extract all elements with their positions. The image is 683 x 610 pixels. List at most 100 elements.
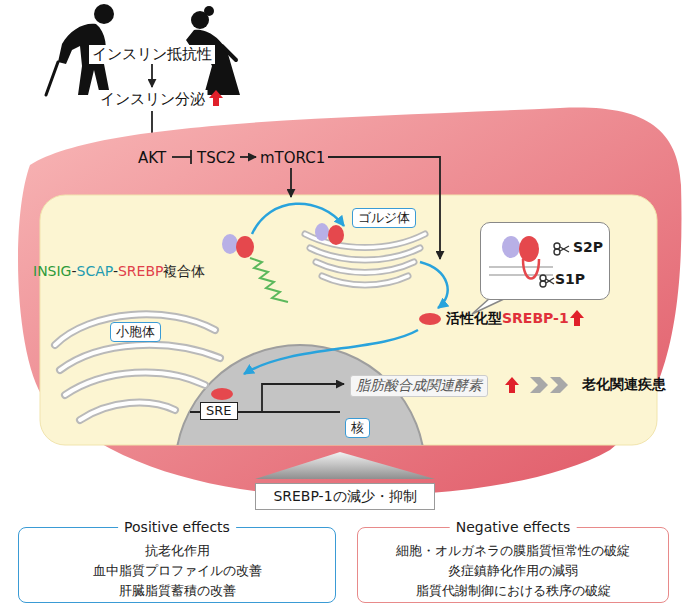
golgi-stack [322,276,408,285]
bound-srebp [211,388,233,400]
elderly-silhouettes [94,4,114,24]
golgi-stack [316,262,414,273]
golgi-stack [316,262,414,273]
endoplasmic-reticulum [55,314,220,420]
signaling-arrows [172,150,440,259]
transport-arrows [244,330,418,374]
endoplasmic-reticulum [65,372,205,395]
node-text: SRE [206,403,232,419]
effect-item: 炎症鎮静化作用の減弱 [358,561,668,581]
transport-arrows [420,262,448,308]
endoplasmic-reticulum [55,314,215,345]
condition-label: インスリン抵抗性 [89,45,215,64]
srebp-complex-golgi [315,223,344,245]
active-srebp-name: 活性化型SREBP-1 [446,310,569,328]
srebp-complex-golgi [315,223,329,241]
endoplasmic-reticulum [80,403,175,420]
complex-part: 複合体 [163,263,205,279]
elderly-silhouettes [46,4,240,95]
nucleus-tag: 核 [345,418,370,438]
positive-effects-box: 抗老化作用血中脂質プロファイルの改善肝臓脂質蓄積の改善Positive effe… [18,527,336,603]
increase-arrows [209,90,223,106]
endoplasmic-reticulum [65,372,205,395]
progression-chevrons [530,377,568,393]
protease-illustration [540,281,546,287]
srebp-complex-golgi [328,225,344,245]
pathway-label: AKT [138,149,166,168]
signaling-arrows [328,157,440,259]
node-text: ゴルジ体 [358,210,410,226]
progression-chevrons [530,377,548,393]
er-tag: 小胞体 [110,322,161,342]
negative-effects-box: 細胞・オルガネラの膜脂質恒常性の破綻炎症鎮静化作用の減弱脂質代謝制御における秩序… [357,527,669,603]
node-text: S2P [573,239,603,256]
protease-illustration [546,279,554,284]
elderly-silhouettes [204,6,214,16]
endoplasmic-reticulum [60,345,220,370]
golgi-stack [305,234,425,285]
effect-item: 脂質代謝制御における秩序の破綻 [358,581,668,601]
complex-name: INSIG-SCAP-SREBP複合体 [33,263,205,281]
protease-illustration [560,247,569,252]
effects-heading: Negative effects [450,518,577,536]
increase-arrows [209,90,584,393]
pathway-label: TSC2 [197,149,236,168]
increase-arrows [505,377,519,393]
complex-part: INSIG [33,263,71,279]
gene-diagram [262,384,344,412]
protease-illustration [554,243,560,249]
disease-label: 老化関連疾患 [582,376,666,394]
endoplasmic-reticulum [55,314,220,420]
node-text: S1P [555,271,585,288]
transport-arrows [244,204,448,374]
protease-illustration [523,259,539,279]
node-text: 核 [351,420,364,436]
signaling-arrows [290,168,292,197]
transport-arrows [252,204,344,234]
signaling-arrows [190,150,192,164]
srebp-complex-er [236,236,254,258]
endoplasmic-reticulum [60,345,220,370]
protease-illustration [540,275,546,281]
pathway-label: mTORC1 [260,149,325,168]
signaling-arrows [240,156,256,158]
protease-illustration [554,249,560,255]
effect-item: 血中脂質プロファイルの改善 [19,561,335,581]
scap-coil [250,258,288,302]
srebp-complex-er [222,234,254,258]
complex-part: SREBP [118,263,164,279]
protease-illustration [519,236,539,262]
golgi-stack [310,248,420,260]
protease-callout: S2P S1P [480,222,610,300]
progression-chevrons [550,377,568,393]
active-srebp [419,313,441,325]
protease-illustration [560,246,569,251]
complex-part: - [71,263,76,279]
golgi-stack [305,234,425,285]
effects-heading: Positive effects [118,518,236,536]
endoplasmic-reticulum [55,314,215,345]
golgi-stack [322,276,408,285]
golgi-stack [310,248,420,260]
suppression-box: SREBP-1の減少・抑制 [255,483,435,510]
enzyme-label: 脂肪酸合成関連酵素 [350,375,488,397]
effect-item: 細胞・オルガネラの膜脂質恒常性の破綻 [358,541,668,561]
condition-label: インスリン分泌 [97,90,208,109]
golgi-tag: ゴルジ体 [352,208,416,228]
sre-box: SRE [200,402,238,420]
node-text: 小胞体 [116,324,155,340]
active-form-label: SREBP-1 [502,310,569,326]
effect-list: 細胞・オルガネラの膜脂質恒常性の破綻炎症鎮静化作用の減弱脂質代謝制御における秩序… [358,528,668,601]
signaling-arrows [172,156,191,158]
srebp-complex-er [222,234,238,254]
protease-illustration [546,278,554,283]
protease-illustration [481,223,609,299]
protease-illustration [502,236,520,258]
increase-arrows [570,310,584,326]
protease-illustration [489,266,553,268]
node-text: SREBP-1の減少・抑制 [273,488,416,506]
insulin-arrows [151,64,153,87]
effect-item: 抗老化作用 [19,541,335,561]
endoplasmic-reticulum [55,314,220,420]
